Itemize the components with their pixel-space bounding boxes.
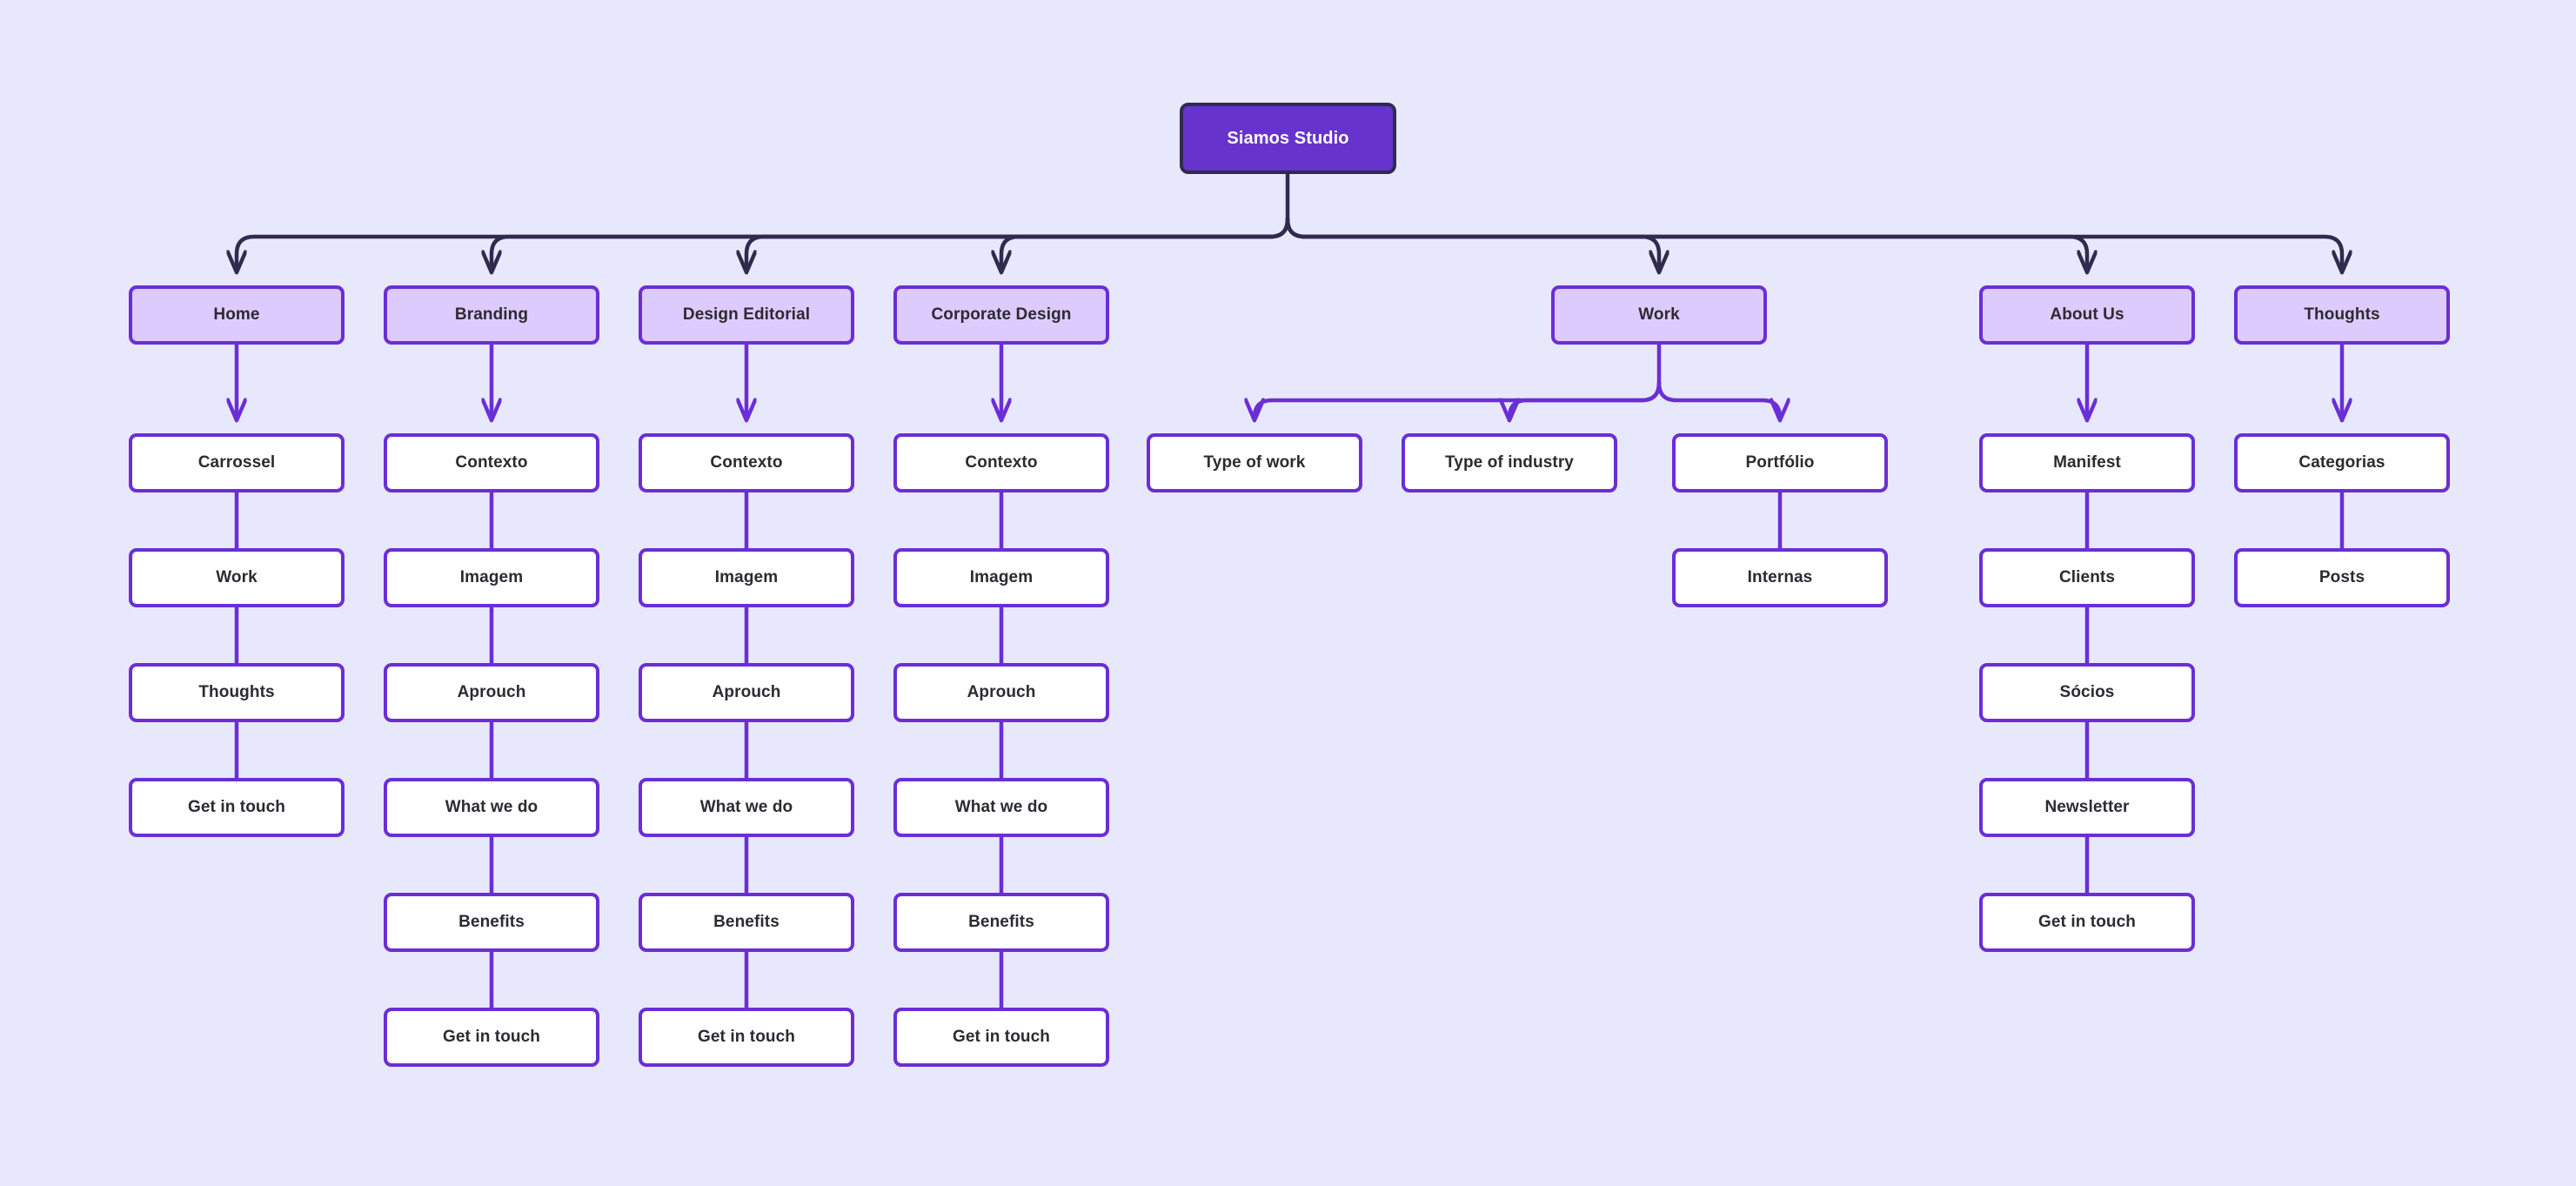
page-node-thoughts-pages-0[interactable]: Categorias — [2234, 433, 2450, 492]
section-node-branding[interactable]: Branding — [384, 285, 599, 345]
page-node-corporate-design-pages-1-label: Imagem — [969, 567, 1034, 586]
page-node-work-portfolio-1-label: Internas — [1747, 567, 1813, 586]
page-node-branding-pages-1-label: Imagem — [459, 567, 524, 586]
section-node-design-editorial[interactable]: Design Editorial — [639, 285, 854, 345]
page-node-thoughts-pages-1[interactable]: Posts — [2234, 548, 2450, 607]
page-node-work-type-of-industry-0-label: Type of industry — [1445, 452, 1574, 472]
page-node-work-type-of-work-0[interactable]: Type of work — [1147, 433, 1362, 492]
page-node-thoughts-pages-1-label: Posts — [2318, 567, 2365, 586]
page-node-design-editorial-pages-1-label: Imagem — [714, 567, 779, 586]
page-node-branding-pages-1[interactable]: Imagem — [384, 548, 599, 607]
work-branch-connectors — [1255, 342, 1780, 419]
page-node-home-pages-3-label: Get in touch — [187, 797, 286, 816]
page-node-design-editorial-pages-0-label: Contexto — [710, 452, 783, 472]
root-to-sections-connectors — [237, 171, 2342, 271]
page-node-branding-pages-4[interactable]: Benefits — [384, 893, 599, 952]
page-node-home-pages-1[interactable]: Work — [129, 548, 345, 607]
page-node-about-us-pages-3[interactable]: Newsletter — [1979, 778, 2195, 837]
page-node-design-editorial-pages-4[interactable]: Benefits — [639, 893, 854, 952]
section-node-work[interactable]: Work — [1551, 285, 1767, 345]
page-node-corporate-design-pages-4-label: Benefits — [968, 912, 1034, 931]
page-node-corporate-design-pages-4[interactable]: Benefits — [893, 893, 1109, 952]
page-node-branding-pages-0-label: Contexto — [455, 452, 528, 472]
page-node-branding-pages-5-label: Get in touch — [442, 1027, 541, 1046]
page-node-branding-pages-3-label: What we do — [445, 797, 539, 816]
page-node-about-us-pages-4-label: Get in touch — [2037, 912, 2137, 931]
section-node-thoughts[interactable]: Thoughts — [2234, 285, 2450, 345]
page-node-home-pages-1-label: Work — [216, 567, 258, 586]
page-node-design-editorial-pages-5[interactable]: Get in touch — [639, 1008, 854, 1067]
page-node-branding-pages-0[interactable]: Contexto — [384, 433, 599, 492]
page-node-work-type-of-industry-0[interactable]: Type of industry — [1402, 433, 1617, 492]
page-node-thoughts-pages-0-label: Categorias — [2298, 452, 2385, 472]
page-node-design-editorial-pages-5-label: Get in touch — [697, 1027, 796, 1046]
page-node-corporate-design-pages-1[interactable]: Imagem — [893, 548, 1109, 607]
section-node-home[interactable]: Home — [129, 285, 345, 345]
page-node-design-editorial-pages-3-label: What we do — [699, 797, 793, 816]
page-node-work-portfolio-0[interactable]: Portfólio — [1672, 433, 1888, 492]
section-node-about-us-label: About Us — [2050, 305, 2124, 324]
page-node-design-editorial-pages-0[interactable]: Contexto — [639, 433, 854, 492]
section-node-thoughts-label: Thoughts — [2304, 305, 2380, 324]
section-node-about-us[interactable]: About Us — [1979, 285, 2195, 345]
page-node-corporate-design-pages-5[interactable]: Get in touch — [893, 1008, 1109, 1067]
page-node-home-pages-2-label: Thoughts — [198, 682, 275, 701]
page-node-about-us-pages-3-label: Newsletter — [2044, 797, 2130, 816]
sitemap-root-node[interactable]: Siamos Studio — [1180, 103, 1396, 174]
page-node-design-editorial-pages-3[interactable]: What we do — [639, 778, 854, 837]
page-node-design-editorial-pages-2[interactable]: Aprouch — [639, 663, 854, 722]
page-node-corporate-design-pages-0-label: Contexto — [965, 452, 1038, 472]
page-node-home-pages-0[interactable]: Carrossel — [129, 433, 345, 492]
page-node-home-pages-0-label: Carrossel — [197, 452, 276, 472]
page-node-about-us-pages-2[interactable]: Sócios — [1979, 663, 2195, 722]
page-node-branding-pages-4-label: Benefits — [458, 912, 525, 931]
page-node-design-editorial-pages-2-label: Aprouch — [712, 682, 781, 701]
section-to-page-connectors — [237, 342, 2342, 419]
page-node-corporate-design-pages-3[interactable]: What we do — [893, 778, 1109, 837]
page-node-work-portfolio-0-label: Portfólio — [1745, 452, 1815, 472]
section-node-work-label: Work — [1638, 305, 1680, 324]
page-node-branding-pages-5[interactable]: Get in touch — [384, 1008, 599, 1067]
page-node-branding-pages-2-label: Aprouch — [457, 682, 526, 701]
page-node-design-editorial-pages-1[interactable]: Imagem — [639, 548, 854, 607]
page-node-about-us-pages-1-label: Clients — [2058, 567, 2116, 586]
page-node-work-portfolio-1[interactable]: Internas — [1672, 548, 1888, 607]
page-node-corporate-design-pages-2[interactable]: Aprouch — [893, 663, 1109, 722]
section-node-corporate-design-label: Corporate Design — [931, 305, 1072, 324]
page-node-branding-pages-2[interactable]: Aprouch — [384, 663, 599, 722]
section-node-corporate-design[interactable]: Corporate Design — [893, 285, 1109, 345]
section-node-branding-label: Branding — [454, 305, 529, 324]
page-node-corporate-design-pages-3-label: What we do — [954, 797, 1048, 816]
page-node-about-us-pages-2-label: Sócios — [2059, 682, 2115, 701]
page-node-home-pages-3[interactable]: Get in touch — [129, 778, 345, 837]
page-node-work-type-of-work-0-label: Type of work — [1203, 452, 1306, 472]
page-node-about-us-pages-4[interactable]: Get in touch — [1979, 893, 2195, 952]
page-node-about-us-pages-1[interactable]: Clients — [1979, 548, 2195, 607]
page-node-home-pages-2[interactable]: Thoughts — [129, 663, 345, 722]
page-node-corporate-design-pages-5-label: Get in touch — [952, 1027, 1051, 1046]
page-node-about-us-pages-0[interactable]: Manifest — [1979, 433, 2195, 492]
section-node-home-label: Home — [213, 305, 260, 324]
section-node-design-editorial-label: Design Editorial — [682, 305, 811, 324]
page-node-corporate-design-pages-2-label: Aprouch — [967, 682, 1036, 701]
sitemap-root-node-label: Siamos Studio — [1227, 129, 1349, 148]
page-node-design-editorial-pages-4-label: Benefits — [713, 912, 779, 931]
page-node-corporate-design-pages-0[interactable]: Contexto — [893, 433, 1109, 492]
page-node-branding-pages-3[interactable]: What we do — [384, 778, 599, 837]
page-node-about-us-pages-0-label: Manifest — [2053, 452, 2121, 472]
